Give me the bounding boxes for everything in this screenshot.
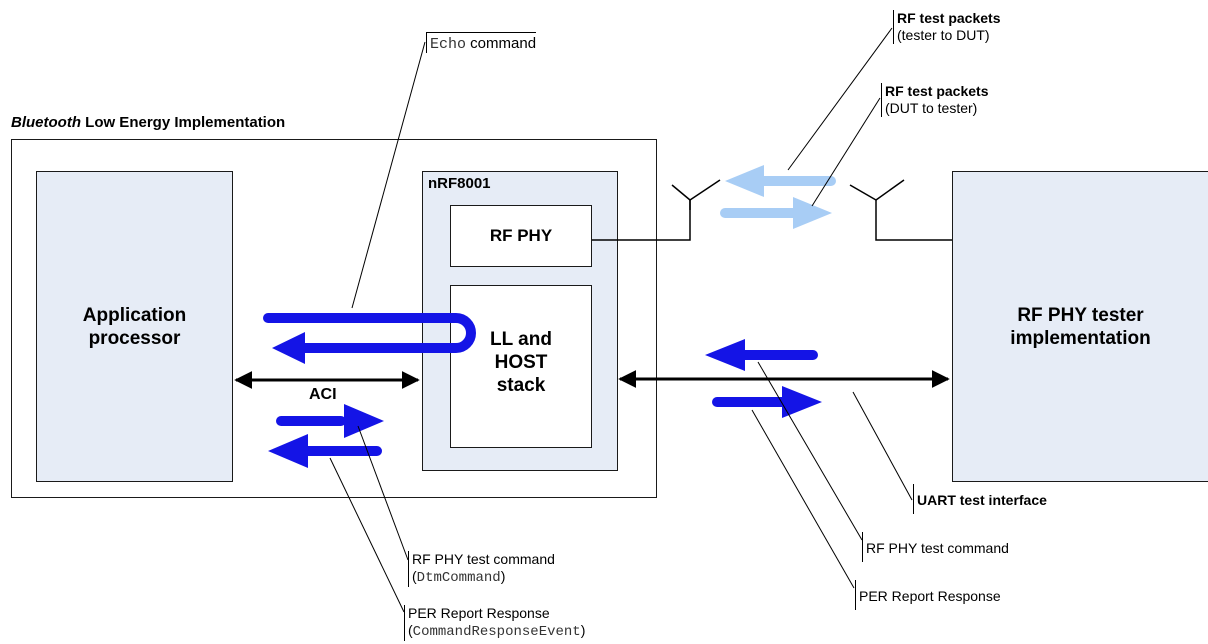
dtm-left-title: RF PHY test command: [412, 551, 555, 567]
uart-command-arrow: [712, 386, 822, 418]
rf-phy-label: RF PHY: [489, 226, 553, 245]
dtm-command-left-callout: RF PHY test command (DtmCommand): [408, 551, 555, 587]
per-left-leader: [329, 457, 405, 613]
stack-label-1: LL and: [490, 329, 552, 350]
application-processor-box: Application processor: [36, 171, 233, 482]
dut-antenna-icon: [671, 179, 721, 210]
dtm-right-title: RF PHY test command: [866, 540, 1009, 556]
per-report-left-callout: PER Report Response (CommandResponseEven…: [404, 605, 585, 641]
echo-text: command: [466, 35, 537, 52]
rf-phy-tester-box: RF PHY tester implementation: [952, 171, 1208, 482]
rf-phy-tester-label-1: RF PHY tester: [1017, 304, 1144, 326]
rf-packets-rx-title: RF test packets: [885, 83, 989, 99]
tester-antenna-line: [875, 200, 952, 241]
tester-antenna-icon: [849, 179, 905, 201]
rf-packets-tx-callout: RF test packets (tester to DUT): [893, 10, 1000, 44]
aci-response-arrow: [268, 434, 382, 468]
stack-box: LL and HOST stack: [450, 285, 592, 448]
uart-response-arrow: [705, 339, 818, 371]
dtm-left-leader: [357, 425, 409, 561]
dtm-left-paren-open: (: [412, 568, 417, 584]
rf-packet-arrow-to-tester: [720, 197, 832, 229]
per-left-paren-open: (: [408, 622, 413, 638]
nrf8001-label: nRF8001: [428, 175, 491, 192]
dtm-left-paren-close: ): [500, 568, 506, 584]
rf-packets-rx-sub: (DUT to tester): [885, 100, 978, 116]
implementation-title-italic: Bluetooth: [11, 114, 81, 131]
echo-code: Echo: [430, 36, 467, 53]
dtm-right-leader: [757, 361, 863, 541]
stack-label-2: HOST: [494, 352, 548, 373]
per-right-title: PER Report Response: [859, 588, 1001, 604]
implementation-title-rest: Low Energy Implementation: [80, 114, 286, 131]
rf-packets-tx-leader: [787, 27, 893, 171]
rf-packets-tx-title: RF test packets: [897, 10, 1001, 26]
per-left-code: CommandResponseEvent: [412, 624, 581, 640]
implementation-title: Bluetooth Low Energy Implementation: [11, 114, 285, 131]
dtm-left-code: DtmCommand: [416, 570, 501, 586]
application-processor-label-1: Application: [82, 304, 187, 326]
rf-phy-tester-label-2: implementation: [1010, 327, 1151, 349]
per-right-leader: [751, 409, 855, 589]
rf-phy-box: RF PHY: [450, 205, 592, 267]
rf-packets-rx-callout: RF test packets (DUT to tester): [881, 83, 988, 117]
dtm-command-right-callout: RF PHY test command: [862, 532, 1009, 562]
application-processor-label-2: processor: [88, 327, 181, 349]
uart-test-interface-callout: UART test interface: [913, 484, 1047, 514]
echo-command-callout: Echo command: [426, 32, 537, 53]
rf-packet-arrow-to-dut: [725, 165, 836, 197]
stack-label-3: stack: [496, 375, 546, 396]
aci-label: ACI: [309, 386, 337, 403]
rf-packets-rx-leader: [811, 97, 881, 207]
uart-title: UART test interface: [917, 492, 1047, 508]
per-left-paren-close: ): [580, 622, 586, 638]
uart-leader: [852, 391, 913, 501]
aci-command-arrow: [276, 404, 384, 438]
per-left-title: PER Report Response: [408, 605, 550, 621]
rf-packets-tx-sub: (tester to DUT): [897, 27, 990, 43]
echo-loop-arrow: [263, 313, 476, 364]
echo-leader: [351, 41, 426, 309]
rf-phy-antenna-line: [592, 200, 691, 241]
per-report-right-callout: PER Report Response: [855, 580, 1001, 610]
